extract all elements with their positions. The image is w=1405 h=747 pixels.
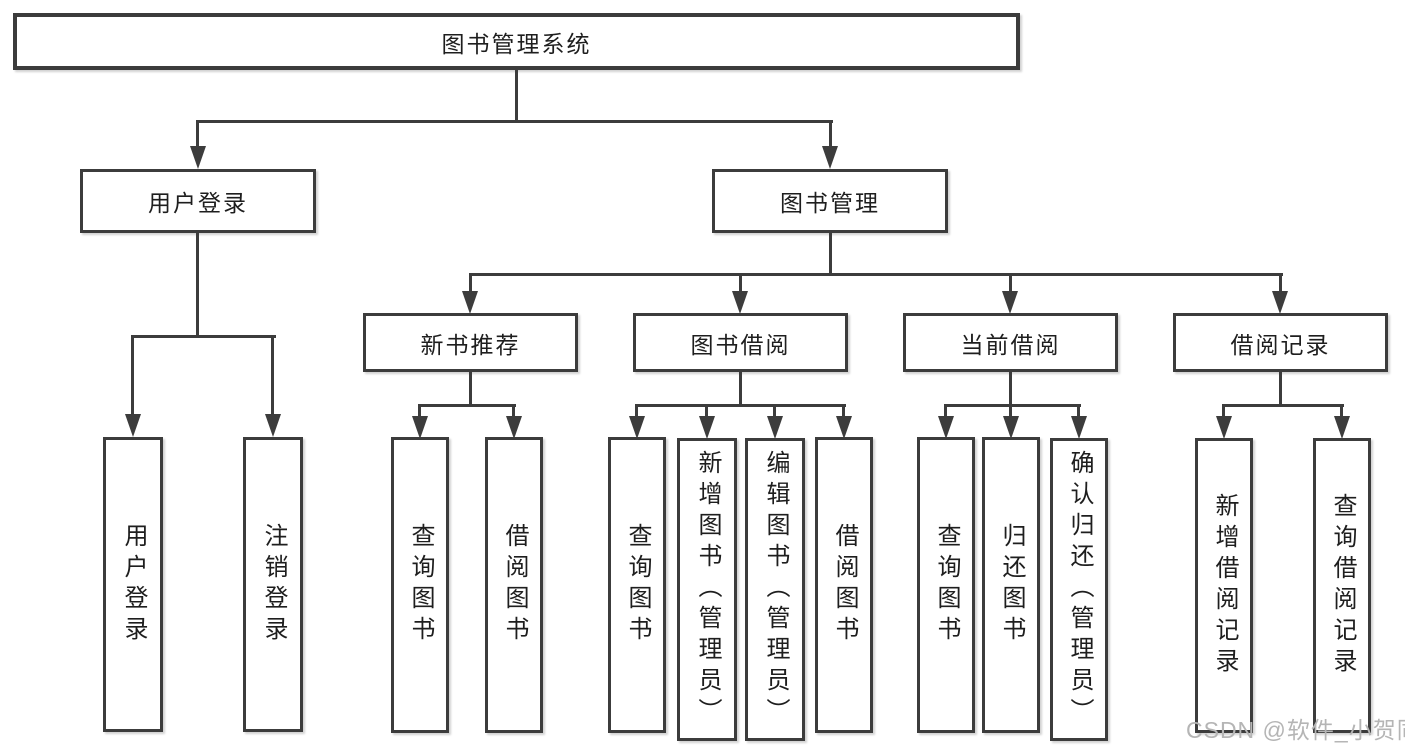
arrow-down-icon (265, 414, 281, 437)
connector-stem (469, 273, 472, 293)
connector-stem (418, 404, 421, 418)
connector-stub (739, 371, 742, 406)
leaf-borrow-books-2: 借阅图书 (815, 437, 873, 733)
leaf-confirm-return-admin: 确认归还（管理员） (1050, 438, 1108, 741)
connector-mgmt-stub (829, 233, 832, 275)
leaf-label: 新增图书（管理员） (694, 450, 721, 729)
connector-stub (1009, 371, 1012, 406)
connector-stem (842, 404, 845, 418)
leaf-add-borrow-record: 新增借阅记录 (1195, 438, 1253, 733)
connector-stub (469, 371, 472, 406)
leaf-label: 编辑图书（管理员） (762, 450, 789, 729)
connector-stem (512, 404, 515, 418)
leaf-label: 查询图书 (407, 523, 434, 647)
connector-stem (271, 335, 274, 416)
connector-stem (1222, 404, 1225, 418)
arrow-down-icon (506, 416, 522, 439)
arrow-down-icon (1002, 291, 1018, 314)
node-label: 借阅记录 (1230, 331, 1331, 358)
connector-login-stub (196, 233, 199, 337)
node-book-management: 图书管理 (712, 169, 948, 233)
connector-login-branch (131, 335, 276, 338)
arrow-down-icon (1272, 291, 1288, 314)
arrow-down-icon (836, 416, 852, 439)
node-label: 用户登录 (148, 190, 248, 216)
connector-stem (1279, 273, 1282, 293)
connector-stem (1009, 273, 1012, 293)
csdn-watermark: CSDN @软件_小贺同学 (1186, 717, 1405, 743)
leaf-label: 归还图书 (998, 523, 1025, 647)
arrow-down-icon (412, 416, 428, 439)
connector-stem (705, 404, 708, 418)
arrow-down-icon (629, 416, 645, 439)
connector-level2 (469, 273, 1283, 276)
leaf-user-login: 用户登录 (103, 437, 163, 732)
leaf-edit-book-admin: 编辑图书（管理员） (745, 438, 805, 741)
arrow-down-icon (1216, 416, 1232, 439)
leaf-query-books-1: 查询图书 (391, 437, 449, 733)
connector-stem (1077, 404, 1080, 418)
leaf-borrow-books-1: 借阅图书 (485, 437, 543, 733)
connector-stem (1340, 404, 1343, 418)
arrow-down-icon (125, 414, 141, 437)
node-borrow-records: 借阅记录 (1173, 313, 1388, 372)
connector-branch (1223, 404, 1344, 407)
leaf-label: 借阅图书 (831, 523, 858, 647)
node-label: 图书管理 (780, 190, 880, 216)
leaf-label: 借阅图书 (501, 523, 528, 647)
leaf-label: 查询图书 (624, 523, 651, 647)
arrow-down-icon (1003, 416, 1019, 439)
connector-stem (635, 404, 638, 418)
node-new-book-recommend: 新书推荐 (363, 313, 578, 372)
leaf-add-book-admin: 新增图书（管理员） (677, 438, 737, 741)
connector-stub (1279, 371, 1282, 406)
leaf-label: 新增借阅记录 (1211, 492, 1238, 679)
arrow-down-icon (822, 146, 838, 169)
connector-stem (1009, 404, 1012, 418)
connector-stem (829, 120, 832, 148)
connector-branch (419, 404, 516, 407)
connector-stem (131, 335, 134, 416)
arrow-down-icon (1334, 416, 1350, 439)
connector-branch (636, 404, 846, 407)
leaf-label: 用户登录 (120, 522, 147, 647)
arrow-down-icon (1071, 416, 1087, 439)
connector-level1 (196, 120, 833, 123)
arrow-down-icon (938, 416, 954, 439)
leaf-return-books: 归还图书 (982, 437, 1040, 733)
arrow-down-icon (767, 416, 783, 439)
connector-stem (944, 404, 947, 418)
connector-root-stub (515, 70, 518, 122)
arrow-down-icon (732, 291, 748, 314)
leaf-query-books-2: 查询图书 (608, 437, 666, 733)
leaf-query-borrow-record: 查询借阅记录 (1313, 438, 1371, 733)
node-library-management-system: 图书管理系统 (13, 13, 1020, 70)
arrow-down-icon (462, 291, 478, 314)
node-label: 图书管理系统 (441, 30, 592, 57)
leaf-label: 查询借阅记录 (1329, 492, 1356, 679)
arrow-down-icon (190, 146, 206, 169)
leaf-label: 注销登录 (260, 522, 287, 647)
leaf-logout: 注销登录 (243, 437, 303, 732)
connector-stem (739, 273, 742, 293)
arrow-down-icon (699, 416, 715, 439)
leaf-label: 查询图书 (933, 523, 960, 647)
node-current-borrow: 当前借阅 (903, 313, 1118, 372)
connector-branch (945, 404, 1081, 407)
connector-stem (773, 404, 776, 418)
node-book-borrow: 图书借阅 (633, 313, 848, 372)
leaf-label: 确认归还（管理员） (1066, 450, 1093, 729)
node-label: 新书推荐 (420, 331, 521, 358)
node-label: 图书借阅 (690, 331, 791, 358)
node-user-login: 用户登录 (80, 169, 316, 233)
connector-stem (196, 120, 199, 148)
leaf-query-books-3: 查询图书 (917, 437, 975, 733)
node-label: 当前借阅 (960, 331, 1061, 358)
